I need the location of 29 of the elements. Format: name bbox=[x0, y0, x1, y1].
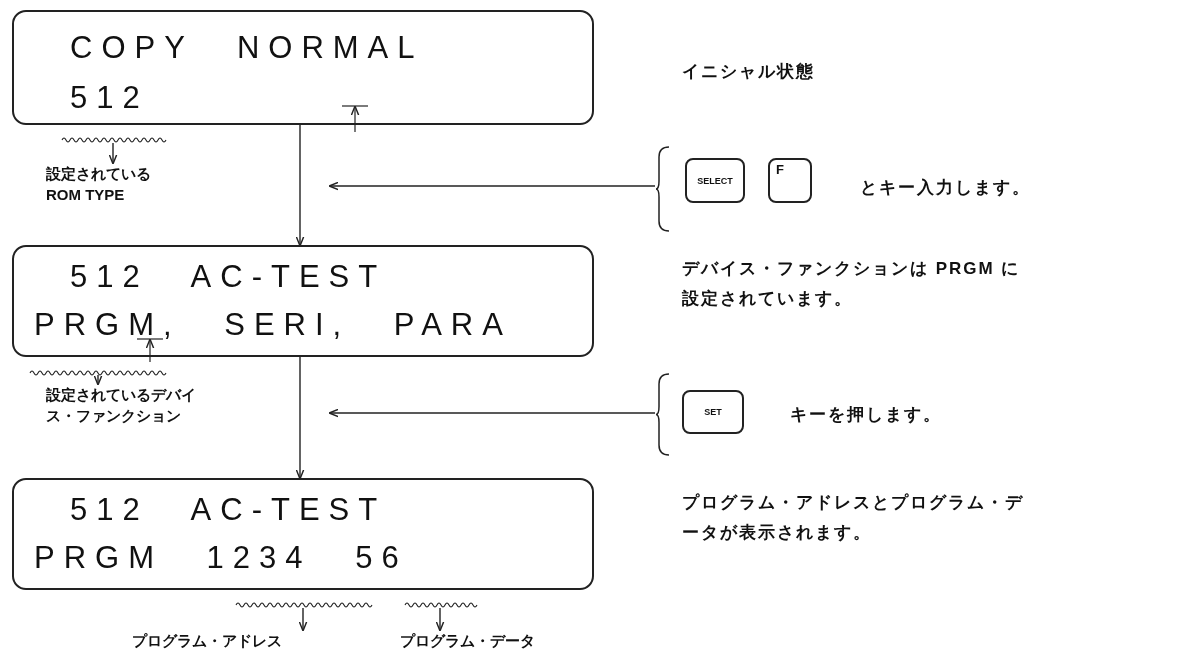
arrow bbox=[328, 181, 656, 191]
annotation-text: 設定されているデバイス・ファンクション bbox=[46, 384, 196, 428]
display-text: 512 AC-TEST bbox=[70, 492, 387, 528]
display-text: COPY NORMAL bbox=[70, 30, 424, 66]
arrow bbox=[295, 124, 305, 247]
display-text: 512 bbox=[70, 80, 149, 116]
annotation-text: プログラム・データ bbox=[400, 630, 570, 654]
instruction-text: キーを押します。 bbox=[790, 404, 942, 426]
arrow bbox=[328, 408, 656, 418]
leader-line bbox=[298, 607, 308, 632]
description-text: プログラム・アドレスとプログラム・データが表示されます。 bbox=[682, 492, 1025, 544]
display-text: PRGM, SERI, PARA bbox=[34, 307, 512, 343]
annotation-text: 設定されている ROM TYPE bbox=[46, 163, 171, 207]
leader-line bbox=[93, 374, 103, 386]
lcd-display bbox=[12, 10, 594, 125]
leader-line bbox=[435, 607, 445, 632]
instruction-text: とキー入力します。 bbox=[860, 177, 1031, 199]
display-text: 512 AC-TEST bbox=[70, 259, 387, 295]
leader-line bbox=[108, 142, 118, 165]
description-text: デバイス・ファンクションは PRGM に設定されています。 bbox=[682, 258, 1022, 310]
description-text: イニシャル状態 bbox=[682, 61, 816, 83]
keyboard-key: SELECT bbox=[685, 158, 745, 203]
keyboard-key: SET bbox=[682, 390, 744, 434]
lcd-display bbox=[12, 245, 594, 357]
lcd-display bbox=[12, 478, 594, 590]
arrow bbox=[295, 356, 305, 480]
keyboard-key: F bbox=[768, 158, 812, 203]
annotation-text: プログラム・アドレス bbox=[132, 630, 302, 654]
display-text: PRGM 1234 56 bbox=[34, 540, 408, 576]
